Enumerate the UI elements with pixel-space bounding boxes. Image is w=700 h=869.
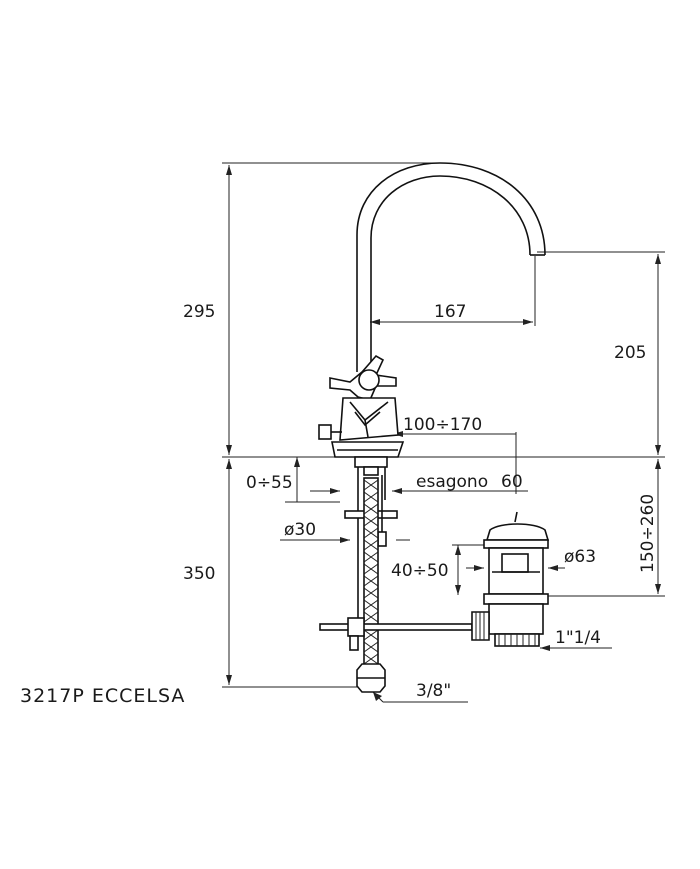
supply-hose	[356, 477, 386, 693]
dimension-295	[226, 165, 232, 455]
label-40-50: 40÷50	[391, 561, 449, 581]
label-diameter-63: ø63	[564, 547, 596, 567]
cross-handle	[329, 354, 399, 441]
label-diameter-30: ø30	[284, 520, 316, 540]
dimension-hex	[310, 488, 528, 494]
base-plate	[331, 441, 405, 458]
dimension-40-50	[452, 544, 484, 595]
model-title: 3217P ECCELSA	[20, 685, 185, 707]
label-0-55: 0÷55	[246, 473, 293, 493]
side-pin	[318, 424, 342, 440]
dimension-167	[370, 319, 533, 325]
spout	[356, 162, 546, 372]
label-295: 295	[183, 302, 215, 322]
label-1-1-4: 1"1/4	[555, 628, 601, 648]
dimension-0-55	[285, 457, 340, 503]
dimension-350	[226, 459, 232, 685]
dimension-3-8	[372, 691, 468, 703]
extension-lines	[222, 162, 665, 688]
label-hex: esagono	[416, 472, 488, 492]
label-3-8: 3/8"	[416, 681, 451, 701]
pop-up-waste	[471, 511, 550, 647]
pop-up-rod	[319, 617, 473, 651]
dimension-1-1-4	[540, 645, 612, 651]
dimension-diameter-30	[280, 537, 410, 543]
label-205: 205	[614, 343, 646, 363]
label-100-170: 100÷170	[403, 415, 482, 435]
label-167: 167	[434, 302, 466, 322]
dimension-205	[655, 254, 661, 455]
label-hex-value: 60	[501, 472, 523, 492]
label-350: 350	[183, 564, 215, 584]
dimension-150-260	[655, 459, 661, 594]
dimension-diameter-63	[466, 565, 565, 571]
label-150-260: 150÷260	[638, 494, 658, 573]
